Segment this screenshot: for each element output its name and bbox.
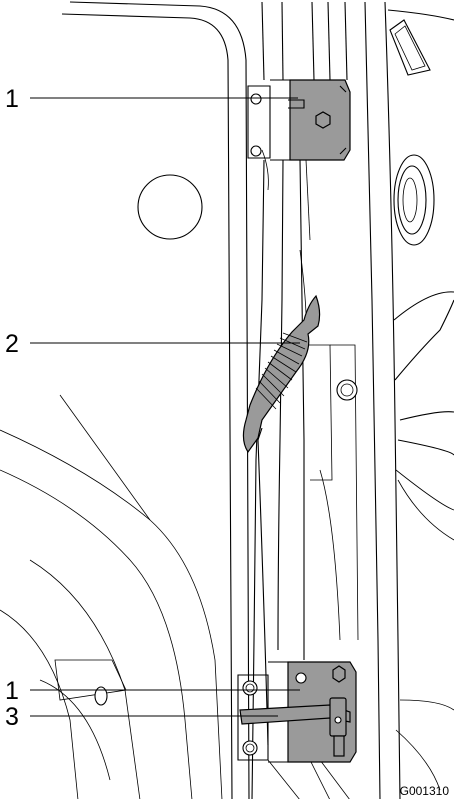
callout-3: 3 — [5, 703, 19, 731]
callout-2: 2 — [5, 330, 19, 358]
upper-hinge — [247, 79, 351, 161]
door-check-strap — [239, 697, 351, 757]
pillar-hole — [336, 379, 358, 401]
door-structure — [387, 9, 454, 791]
figure-id: G001310 — [400, 784, 450, 798]
door-round-opening — [393, 154, 435, 246]
cable-grommet — [242, 294, 321, 746]
body-plug — [137, 174, 203, 240]
body-panel-outline — [0, 1, 250, 799]
panel-hole — [94, 686, 108, 706]
callout-1-bottom: 1 — [5, 677, 19, 705]
leader-lines — [30, 97, 300, 717]
callout-1-top: 1 — [5, 85, 19, 113]
